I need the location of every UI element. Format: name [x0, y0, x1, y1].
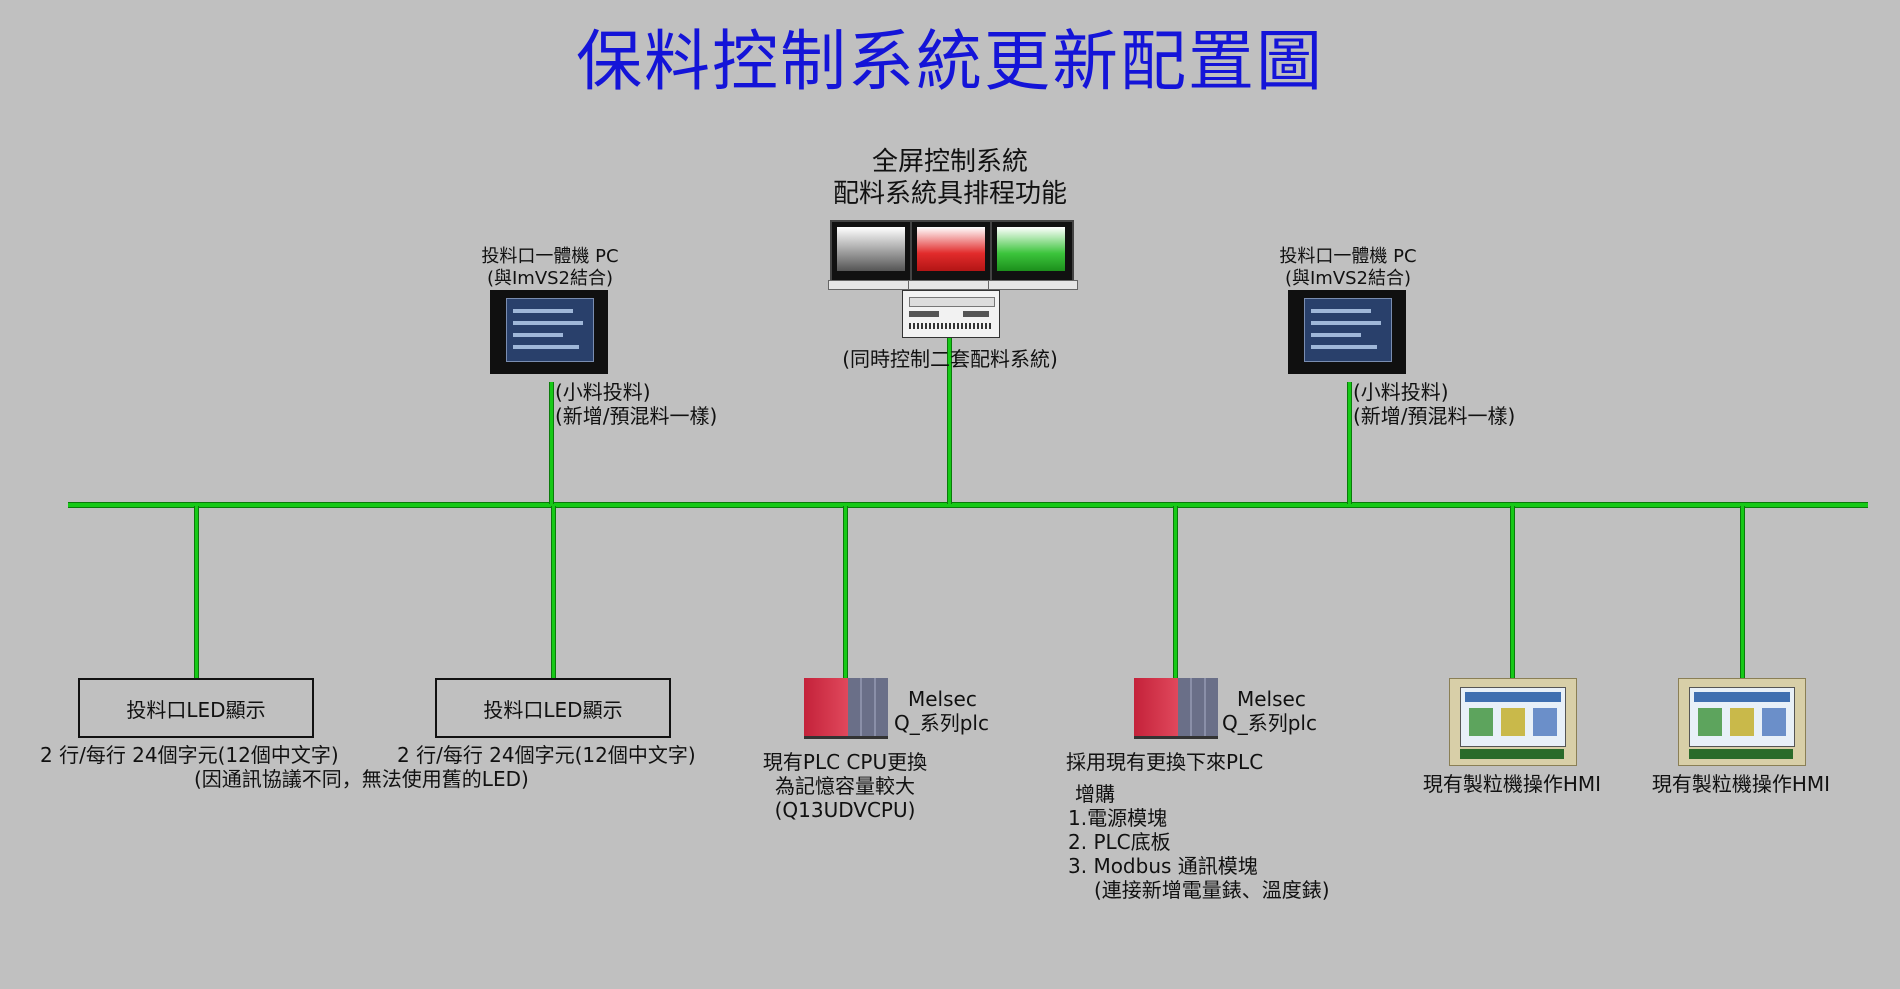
- led-display-1: 投料口LED顯示: [78, 678, 314, 738]
- control-caption: (同時控制二套配料系統): [842, 347, 1058, 371]
- link-hmi-2: [1740, 506, 1745, 678]
- panel-pc-left-note-2: (新增/預混料一樣): [555, 404, 718, 428]
- panel-pc-left-label-2: (與ImVS2結合): [486, 268, 614, 289]
- plc-1-desc-2: 為記憶容量較大: [775, 774, 915, 798]
- link-plc-2: [1173, 506, 1178, 678]
- monitor-red-icon: [908, 220, 998, 290]
- led-display-2-label: 投料口LED顯示: [483, 697, 623, 722]
- plc-1-model: Q_系列plc: [894, 711, 989, 735]
- link-hmi-1: [1510, 506, 1515, 678]
- control-title-line1: 全屏控制系統: [871, 147, 1028, 177]
- hmi-1-icon: [1449, 678, 1577, 766]
- panel-pc-right-label-1: 投料口一體機 PC: [1279, 246, 1417, 267]
- led-display-1-desc-1: 2 行/每行 24個字元(12個中文字): [40, 743, 339, 767]
- hmi-1-label: 現有製粒機操作HMI: [1422, 772, 1602, 796]
- plc-1-desc-1: 現有PLC CPU更換: [762, 750, 928, 774]
- plc-2-item-4: (連接新增電量錶、溫度錶): [1094, 878, 1330, 902]
- monitor-green-icon: [988, 220, 1078, 290]
- plc-2-brand: Melsec: [1237, 687, 1306, 711]
- link-led-2: [551, 506, 556, 678]
- plc-2-model: Q_系列plc: [1222, 711, 1317, 735]
- link-right-panel-pc: [1347, 382, 1352, 504]
- plc-1-icon: [804, 678, 888, 739]
- plc-2-desc-2: 增購: [1075, 782, 1115, 806]
- plc-2-item-2: 2. PLC底板: [1068, 830, 1171, 854]
- control-title-line2: 配料系統具排程功能: [832, 179, 1067, 209]
- panel-pc-right-icon: [1288, 290, 1406, 374]
- panel-pc-right-note-2: (新增/預混料一樣): [1353, 404, 1516, 428]
- monitor-gray-icon: [828, 220, 918, 290]
- led-display-1-desc-2: (因通訊協議不同，無法使用舊的LED): [194, 767, 529, 791]
- led-display-2: 投料口LED顯示: [435, 678, 671, 738]
- link-plc-1: [843, 506, 848, 678]
- plc-2-icon: [1134, 678, 1218, 739]
- plc-1-desc-3: (Q13UDVCPU): [774, 798, 916, 822]
- desktop-pc-icon: [902, 290, 1000, 338]
- hmi-2-icon: [1678, 678, 1806, 766]
- plc-1-brand: Melsec: [908, 687, 977, 711]
- link-control-pc: [947, 338, 952, 504]
- link-left-panel-pc: [549, 382, 554, 504]
- panel-pc-left-note-1: (小料投料): [555, 380, 651, 404]
- panel-pc-left-icon: [490, 290, 608, 374]
- network-bus: [68, 502, 1868, 508]
- panel-pc-right-note-1: (小料投料): [1353, 380, 1449, 404]
- plc-2-item-1: 1.電源模塊: [1068, 806, 1168, 830]
- plc-2-desc-1: 採用現有更換下來PLC: [1066, 750, 1264, 774]
- panel-pc-right-label-2: (與ImVS2結合): [1284, 268, 1412, 289]
- plc-2-item-3: 3. Modbus 通訊模塊: [1068, 854, 1258, 878]
- diagram-title: 保料控制系統更新配置圖: [576, 23, 1324, 100]
- panel-pc-left-label-1: 投料口一體機 PC: [481, 246, 619, 267]
- led-display-2-desc-1: 2 行/每行 24個字元(12個中文字): [397, 743, 696, 767]
- link-led-1: [194, 506, 199, 678]
- hmi-2-label: 現有製粒機操作HMI: [1651, 772, 1831, 796]
- led-display-1-label: 投料口LED顯示: [126, 697, 266, 722]
